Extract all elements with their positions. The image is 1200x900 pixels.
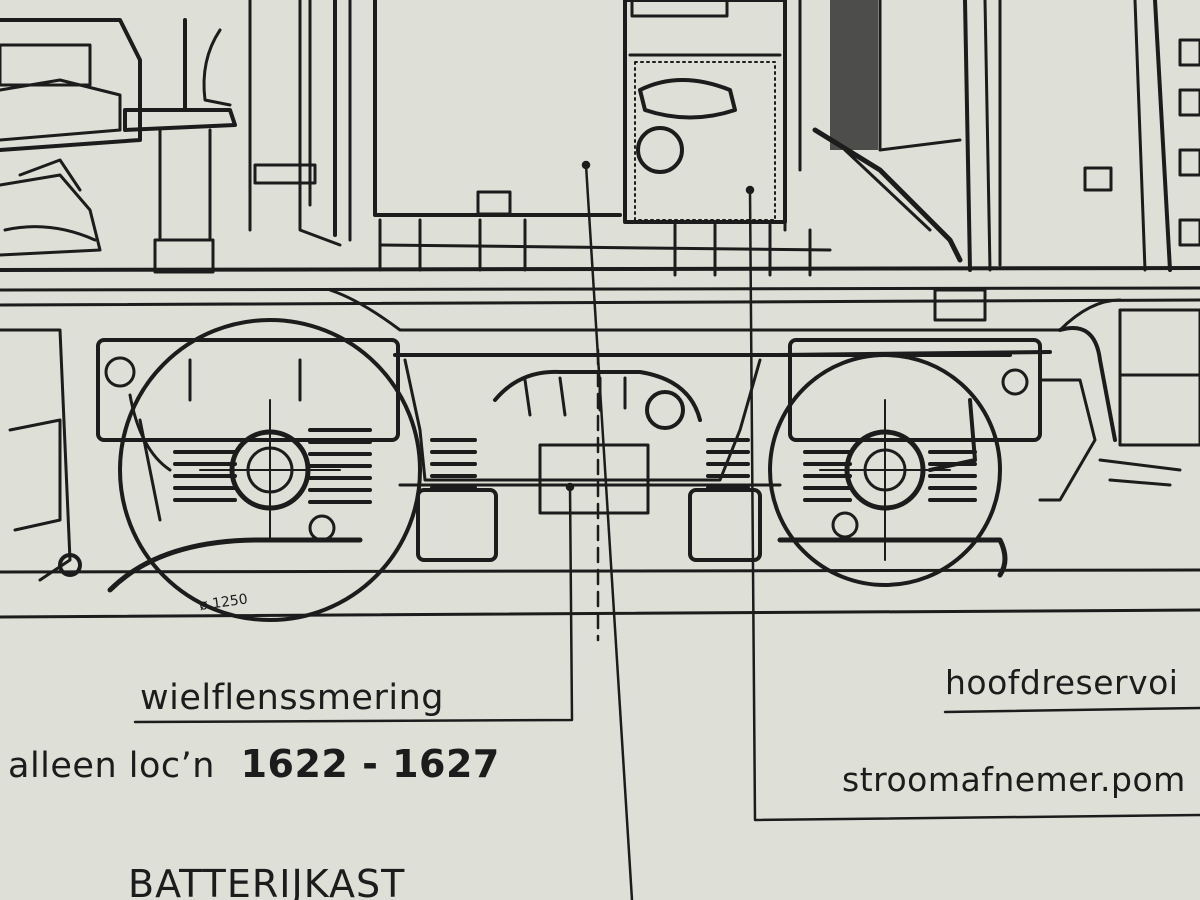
- bogie-left: [0, 318, 422, 622]
- label-loc-range: 1622 - 1627: [240, 742, 500, 786]
- car-body: [0, 0, 1200, 274]
- leader-lines: [133, 160, 1200, 900]
- wheel-diameter-mark: ø 1250: [198, 591, 248, 614]
- label-alleen-locn: alleen loc’n 1622 - 1627: [8, 742, 500, 786]
- bogie-center: [398, 358, 782, 562]
- rail-lines: [0, 568, 1200, 619]
- label-stroomafnemer: stroomafnemer.pom: [842, 760, 1186, 799]
- label-hoofdreservoir: hoofdreservoi: [945, 663, 1179, 702]
- underframe: [0, 218, 1200, 357]
- label-wielflenssmering: wielflenssmering: [140, 678, 444, 718]
- bogie-right: [768, 308, 1200, 587]
- label-alleen-prefix: alleen loc’n: [8, 746, 215, 786]
- label-batterijkast: BATTERIJKAST: [128, 862, 406, 900]
